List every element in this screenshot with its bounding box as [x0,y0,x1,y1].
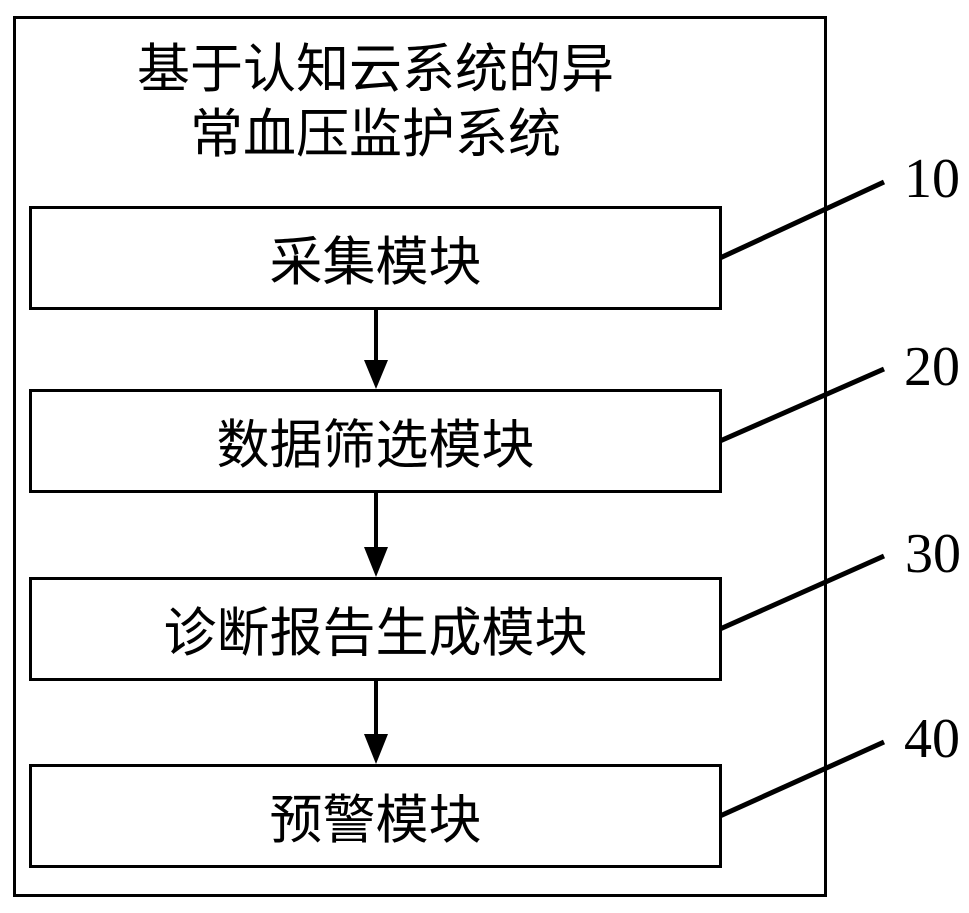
ref-label-collection-module: 10 [904,148,960,210]
flow-arrow-down-icon [364,491,388,577]
leader-line-ref-30 [718,553,886,632]
box-data-filter-module: 数据筛选模块 [29,389,722,493]
leader-line-ref-10 [718,179,886,261]
flow-arrow-down-icon [364,679,388,764]
box-collection-module-label: 采集模块 [269,234,482,292]
system-boundary-box [13,16,827,897]
ref-label-warning-module: 40 [904,708,960,770]
box-warning-module-label: 预警模块 [269,792,482,850]
ref-label-data-filter-module: 20 [904,336,960,398]
leader-line-ref-20 [718,366,886,444]
box-data-filter-module-label: 数据筛选模块 [216,417,535,475]
leader-line-ref-40 [718,739,886,819]
diagram-title-line-2: 常血压监护系统 [190,106,561,164]
flow-arrow-down-icon [364,308,388,389]
box-warning-module: 预警模块 [29,764,722,868]
ref-label-diagnosis-report-module: 30 [905,523,961,585]
box-diagnosis-report-module: 诊断报告生成模块 [29,577,722,681]
diagram-title-line-1: 基于认知云系统的异 [137,41,614,99]
diagram-title: 基于认知云系统的异 常血压监护系统 [29,38,722,168]
box-diagnosis-report-module-label: 诊断报告生成模块 [163,605,588,663]
